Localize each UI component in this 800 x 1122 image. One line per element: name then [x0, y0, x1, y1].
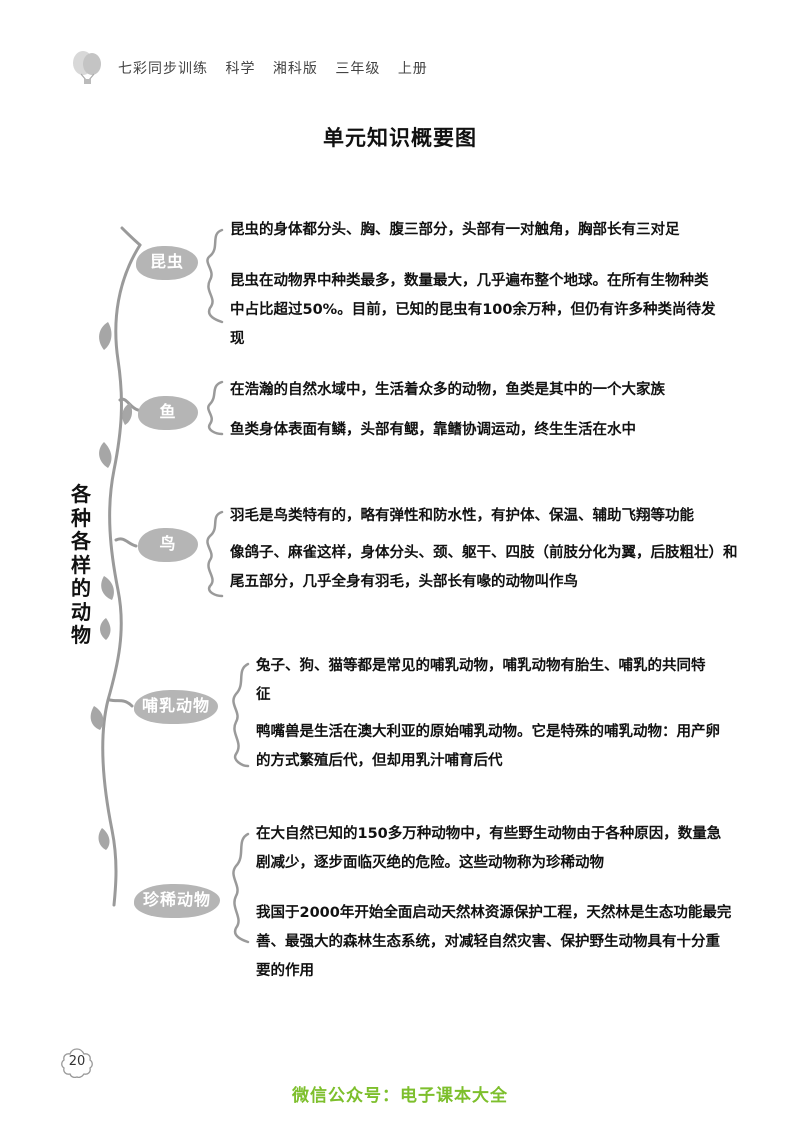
fact-text: 昆虫在动物界中种类最多，数量最大，几乎遍布整个地球。在所有生物种类中占比超过50…: [230, 273, 716, 347]
header-text: 七彩同步训练 科学 湘科版 三年级 上册: [118, 58, 440, 78]
category-fish: 鱼: [138, 396, 198, 430]
bracket-icon: [206, 228, 224, 324]
category-blob: [136, 246, 198, 280]
bracket-icon: [232, 662, 250, 768]
fact-text: 鱼类身体表面有鳞，头部有鳃，靠鳍协调运动，终生生活在水中: [230, 422, 636, 438]
vertical-title-char: 各: [71, 529, 91, 553]
category-blob: [138, 528, 198, 562]
category-bird: 鸟: [138, 528, 198, 562]
category-label: 鱼: [159, 402, 177, 421]
vertical-title-char: 的: [71, 576, 91, 600]
footer-watermark: 微信公众号：电子课本大全: [292, 1086, 508, 1106]
category-blob: [138, 396, 198, 430]
header-grade: 三年级: [335, 61, 381, 77]
vertical-title-char: 动: [71, 599, 91, 624]
vertical-title-char: 各: [71, 482, 91, 506]
fact-text: 在大自然已知的150多万种动物中，有些野生动物由于各种原因，数量急剧减少，逐步面…: [256, 826, 722, 871]
header-edition: 湘科版: [272, 61, 318, 77]
page-title: 单元知识概要图: [323, 126, 477, 150]
bracket-icon: [232, 832, 250, 944]
fact-text: 兔子、狗、猫等都是常见的哺乳动物，哺乳动物有胎生、哺乳的共同特征: [256, 658, 706, 703]
category-rare-animal: 珍稀动物: [134, 884, 220, 918]
fact-text: 在浩瀚的自然水域中，生活着众多的动物，鱼类是其中的一个大家族: [230, 382, 665, 398]
category-blob: [134, 884, 220, 918]
fact-text: 我国于2000年开始全面启动天然林资源保护工程，天然林是生态功能最完善、最强大的…: [256, 905, 732, 979]
fact-text: 像鸽子、麻雀这样，身体分头、颈、躯干、四肢（前肢分化为翼，后肢粗壮）和尾五部分，…: [230, 545, 738, 590]
category-insect: 昆虫: [136, 246, 198, 280]
vertical-title-char: 样: [71, 552, 91, 577]
fact-text: 鸭嘴兽是生活在澳大利亚的原始哺乳动物。它是特殊的哺乳动物：用产卵的方式繁殖后代，…: [256, 724, 720, 769]
fact-text: 昆虫的身体都分头、胸、腹三部分，头部有一对触角，胸部长有三对足: [230, 222, 680, 238]
category-label: 珍稀动物: [142, 890, 211, 909]
page-number: 20: [60, 1046, 94, 1080]
category-mammal: 哺乳动物: [134, 690, 218, 724]
category-blob: [134, 690, 218, 724]
vertical-title-char: 物: [71, 623, 91, 647]
page-number-text: 20: [68, 1054, 86, 1069]
category-label: 哺乳动物: [141, 696, 210, 715]
vertical-title-char: 种: [71, 505, 91, 530]
category-label: 鸟: [159, 534, 177, 553]
header-subject: 科学: [225, 61, 256, 77]
fact-text: 羽毛是鸟类特有的，略有弹性和防水性，有护体、保温、辅助飞翔等功能: [230, 508, 694, 524]
header-volume: 上册: [397, 61, 428, 77]
bracket-icon: [206, 510, 224, 598]
page-header: 七彩同步训练 科学 湘科版 三年级 上册: [70, 50, 730, 84]
vertical-title: 各 种 各 样 的 动 物: [66, 482, 96, 648]
balloon-icon: [73, 51, 101, 84]
header-book: 七彩同步训练: [118, 61, 208, 77]
bracket-icon: [207, 380, 224, 436]
category-label: 昆虫: [149, 252, 184, 271]
flower-icon: [61, 1048, 93, 1079]
